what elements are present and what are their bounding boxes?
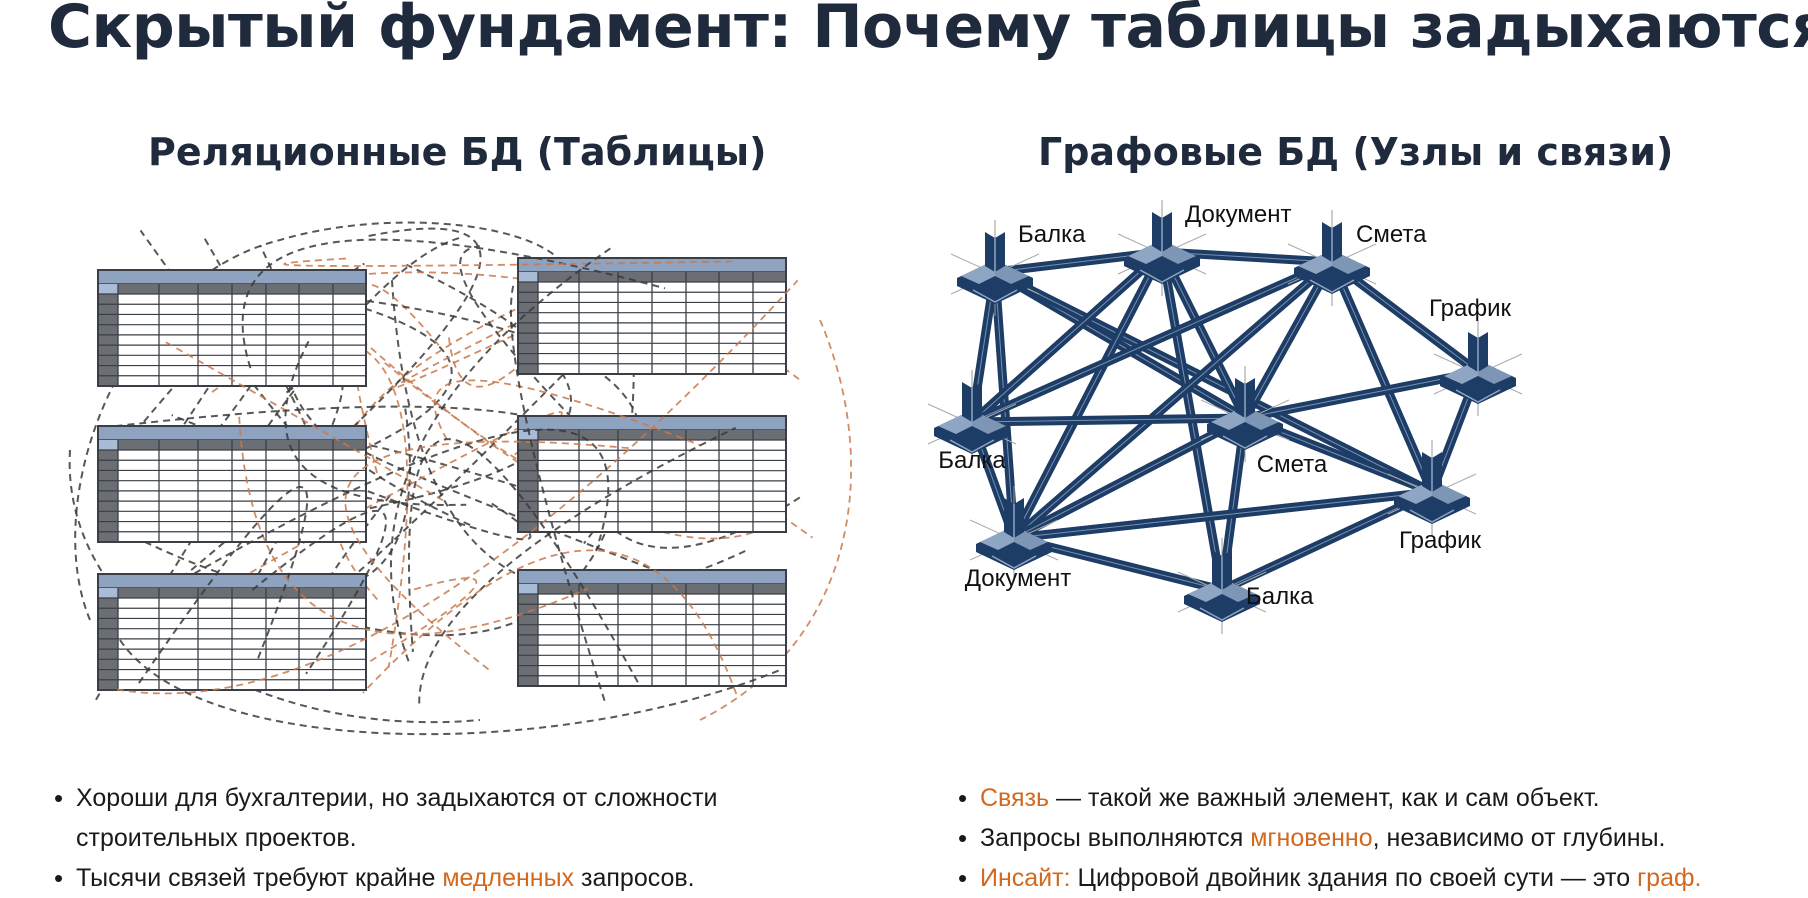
- graph-node: Документ: [1117, 200, 1291, 296]
- relational-bullets: Хороши для бухгалтерии, но задыхаются от…: [52, 778, 812, 898]
- graph-node: Балка: [1177, 538, 1314, 634]
- relationship-connector: [699, 319, 852, 721]
- highlight-text: мгновенно: [1250, 824, 1373, 852]
- relationship-connector: [119, 639, 781, 736]
- relationship-connector: [344, 440, 629, 671]
- relational-table: [517, 257, 787, 375]
- graph-node: Балка: [950, 220, 1086, 316]
- relationship-connector: [251, 509, 387, 675]
- table-row-header: [518, 282, 538, 374]
- table-row-header: [518, 440, 538, 532]
- tables-group: [97, 257, 787, 691]
- table-row-header: [98, 294, 118, 386]
- graph-bullets: Связь — такой же важный элемент, как и с…: [956, 778, 1796, 898]
- relational-table: [517, 415, 787, 533]
- bullet-text: , независимо от глубины.: [1372, 824, 1666, 852]
- highlight-text: Инсайт:: [980, 864, 1071, 892]
- relationship-connector: [68, 449, 481, 724]
- relationship-connector: [362, 549, 738, 695]
- node-label: Смета: [1356, 221, 1427, 248]
- bullet-text: Хороши для бухгалтерии, но задыхаются от…: [76, 784, 718, 852]
- relationship-connector: [238, 416, 588, 636]
- bullet-text: Запросы выполняются: [980, 824, 1251, 852]
- table-row-header: [98, 450, 118, 542]
- graph-node: Смета: [1200, 366, 1328, 478]
- relationship-connector: [241, 238, 666, 369]
- relationship-connector: [329, 577, 477, 686]
- graph-heading: Графовые БД (Узлы и связи): [1038, 130, 1674, 174]
- node-label: Смета: [1257, 451, 1328, 478]
- relational-table: [97, 269, 367, 387]
- graph-bullet: Инсайт: Цифровой двойник здания по своей…: [956, 858, 1796, 898]
- bullet-text: Цифровой двойник здания по своей сути — …: [1070, 864, 1638, 892]
- node-label: График: [1399, 527, 1481, 554]
- table-connectors-overlay: [116, 238, 799, 736]
- relationship-connector: [95, 236, 461, 701]
- relational-bullet: Хороши для бухгалтерии, но задыхаются от…: [52, 778, 812, 858]
- relationship-connector: [433, 379, 701, 447]
- bullet-text: — такой же важный элемент, как и сам объ…: [1049, 784, 1600, 812]
- relationship-connector: [320, 359, 578, 598]
- relational-table: [97, 573, 367, 691]
- relationship-connector: [284, 340, 467, 506]
- relationship-connector: [316, 298, 762, 540]
- graph-node: Балка: [927, 370, 1017, 474]
- relationship-connector: [283, 257, 733, 267]
- relationship-connector: [418, 426, 737, 704]
- relationship-connector: [165, 341, 444, 502]
- page-title: Скрытый фундамент: Почему таблицы задыха…: [48, 0, 1808, 62]
- relationship-connector: [116, 279, 799, 695]
- relationship-connector: [329, 287, 564, 601]
- relationship-connector: [193, 428, 610, 575]
- table-row-header: [98, 598, 118, 690]
- relationship-connector: [509, 285, 606, 702]
- table-title-bar: [97, 573, 367, 589]
- node-label: Документ: [965, 565, 1071, 592]
- node-label: Балка: [1246, 583, 1314, 610]
- highlight-text: медленных: [442, 864, 575, 892]
- node-label: Балка: [1018, 221, 1086, 248]
- node-label: Балка: [938, 447, 1006, 474]
- table-title-bar: [517, 569, 787, 585]
- relational-heading: Реляционные БД (Таблицы): [148, 130, 767, 174]
- relational-bullet: Тысячи связей требуют крайне медленных з…: [52, 858, 812, 898]
- relationship-connector: [407, 438, 639, 683]
- graph-node: График: [1429, 295, 1523, 416]
- graph-node: График: [1387, 440, 1481, 554]
- table-row-header: [518, 594, 538, 686]
- node-label: Документ: [1185, 201, 1291, 228]
- node-label: График: [1429, 295, 1511, 322]
- bullet-text: запросов.: [574, 864, 695, 892]
- bullet-text: Тысячи связей требуют крайне: [76, 864, 443, 892]
- graph-node: Документ: [965, 486, 1071, 592]
- relational-table: [517, 569, 787, 687]
- relationship-connector: [346, 263, 573, 514]
- graph-node: Смета: [1287, 210, 1427, 306]
- relationship-connector: [138, 485, 309, 684]
- relational-diagram: [68, 221, 852, 736]
- relational-table: [97, 425, 367, 543]
- relationship-connector: [74, 221, 561, 621]
- graph-bullet: Связь — такой же важный элемент, как и с…: [956, 778, 1796, 818]
- graph-bullet: Запросы выполняются мгновенно, независим…: [956, 818, 1796, 858]
- table-title-bar: [97, 269, 367, 285]
- highlight-text: Связь: [980, 784, 1050, 812]
- highlight-text: граф.: [1637, 864, 1702, 892]
